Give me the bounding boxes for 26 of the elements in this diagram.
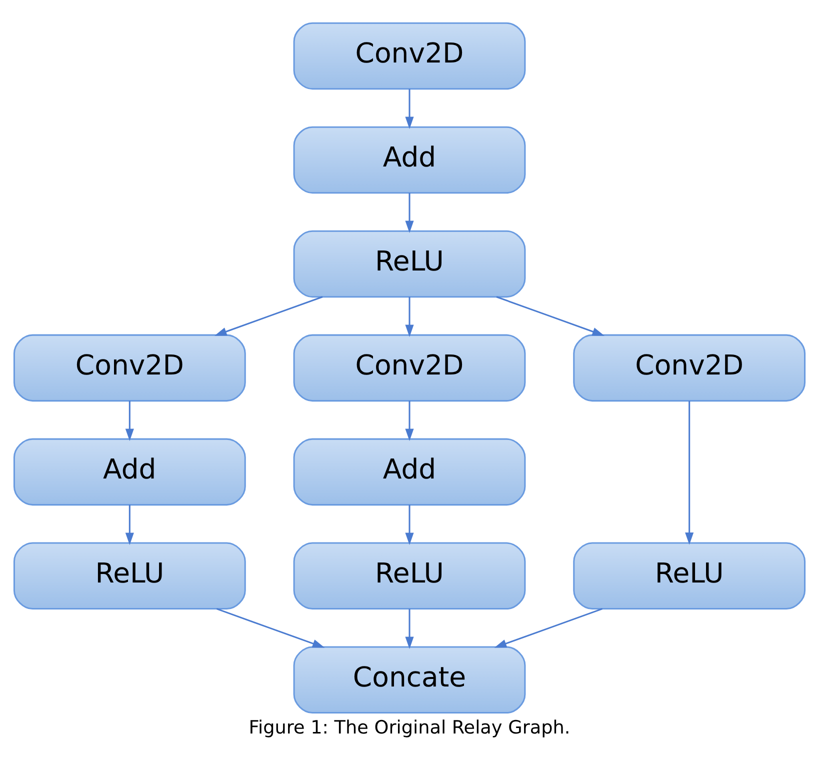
arrow [125,400,134,441]
node-box: ReLU [293,542,526,610]
arrow [494,608,603,648]
node-box: Conv2D [573,334,806,402]
node-box: Conv2D [293,22,526,90]
node-box: Concate [293,646,526,714]
node-box: Add [13,438,246,506]
node-box: Conv2D [13,334,246,402]
arrow [405,608,414,649]
arrow [216,608,325,648]
caption: Figure 1: The Original Relay Graph. [248,718,570,739]
arrow [496,296,605,336]
node-box: ReLU [13,542,246,610]
arrow [405,296,414,338]
node-box: Conv2D [293,334,526,402]
node-box: ReLU [293,230,526,298]
node-box: ReLU [573,542,806,610]
arrow [405,504,414,545]
arrow [405,192,414,234]
node-box: Add [293,126,526,194]
arrow [685,401,694,545]
arrow [405,400,414,441]
node-box: Add [293,438,526,506]
arrow [405,88,414,130]
arrow [125,504,134,545]
arrow [214,296,323,336]
